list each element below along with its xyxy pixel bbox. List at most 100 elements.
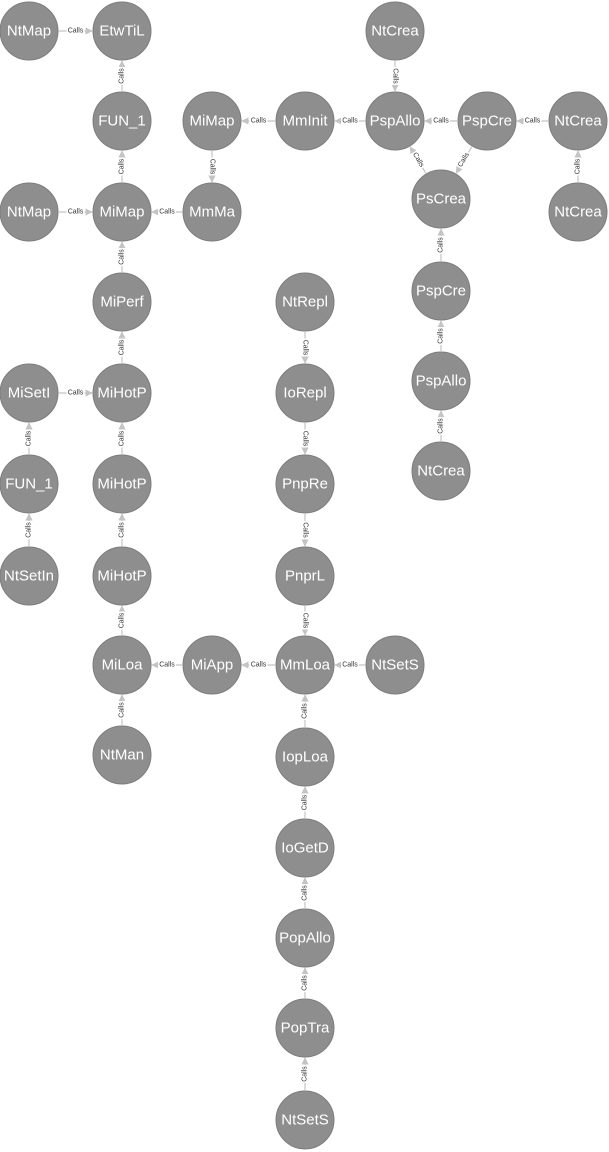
node-circle[interactable] — [275, 546, 335, 606]
node-circle[interactable] — [0, 454, 59, 514]
node-circle[interactable] — [92, 546, 152, 606]
calls-edge: Calls — [300, 694, 310, 727]
node-label: PnpRe — [282, 476, 328, 493]
edge-label: Calls — [159, 662, 175, 669]
node-circle[interactable] — [92, 91, 152, 151]
node-circle[interactable] — [365, 635, 425, 695]
function-node[interactable]: MiSetI — [0, 363, 59, 423]
function-node[interactable]: PspAllo — [411, 351, 471, 411]
node-label: FUN_1 — [98, 113, 146, 130]
node-circle[interactable] — [92, 182, 152, 242]
function-node[interactable]: NtCrea — [411, 441, 471, 501]
node-circle[interactable] — [411, 169, 471, 229]
function-node[interactable]: NtSetS — [365, 635, 425, 695]
function-node[interactable]: PnprL — [275, 546, 335, 606]
function-node[interactable]: PsCrea — [411, 169, 471, 229]
node-circle[interactable] — [92, 272, 152, 332]
node-circle[interactable] — [275, 454, 335, 514]
function-node[interactable]: MiHotP — [92, 454, 152, 514]
node-label: MmInit — [283, 113, 329, 130]
node-circle[interactable] — [275, 998, 335, 1058]
node-circle[interactable] — [411, 441, 471, 501]
node-circle[interactable] — [411, 261, 471, 321]
function-node[interactable]: NtCrea — [548, 182, 608, 242]
node-circle[interactable] — [182, 91, 242, 151]
edge-label: Calls — [68, 209, 84, 216]
node-circle[interactable] — [365, 91, 425, 151]
function-node[interactable]: MmLoa — [275, 635, 335, 695]
function-node[interactable]: NtCrea — [548, 91, 608, 151]
function-node[interactable]: NtMan — [92, 725, 152, 785]
edge-label: Calls — [302, 522, 309, 538]
function-node[interactable]: NtCrea — [365, 1, 425, 61]
edge-label: Calls — [119, 339, 126, 355]
node-circle[interactable] — [275, 1090, 335, 1150]
edge-label: Calls — [119, 430, 126, 446]
function-node[interactable]: NtMap — [0, 1, 59, 61]
node-label: MiApp — [191, 657, 234, 674]
function-node[interactable]: PnpRe — [275, 454, 335, 514]
node-circle[interactable] — [457, 91, 517, 151]
node-label: PspCre — [462, 113, 512, 130]
function-node[interactable]: PspCre — [457, 91, 517, 151]
node-circle[interactable] — [92, 363, 152, 423]
function-node[interactable]: IoRepl — [275, 363, 335, 423]
node-circle[interactable] — [275, 908, 335, 968]
calls-edge: Calls — [151, 660, 182, 670]
calls-edge: Calls — [24, 422, 34, 454]
node-label: NtRepl — [282, 294, 328, 311]
function-node[interactable]: MiMap — [92, 182, 152, 242]
function-node[interactable]: MiHotP — [92, 363, 152, 423]
function-node[interactable]: MiHotP — [92, 546, 152, 606]
node-label: NtMan — [100, 747, 144, 764]
function-node[interactable]: NtRepl — [275, 272, 335, 332]
edge-label: Calls — [342, 118, 358, 125]
node-circle[interactable] — [365, 1, 425, 61]
function-node[interactable]: NtMap — [0, 182, 59, 242]
function-node[interactable]: PspCre — [411, 261, 471, 321]
function-node[interactable]: MiApp — [182, 635, 242, 695]
edge-label: Calls — [575, 158, 582, 174]
function-node[interactable]: FUN_1 — [92, 91, 152, 151]
node-circle[interactable] — [0, 546, 59, 606]
node-circle[interactable] — [548, 91, 608, 151]
function-node[interactable]: PspAllo — [365, 91, 425, 151]
function-node[interactable]: IopLoa — [275, 727, 335, 787]
node-label: MiHotP — [97, 568, 146, 585]
node-circle[interactable] — [275, 635, 335, 695]
node-circle[interactable] — [92, 454, 152, 514]
node-circle[interactable] — [92, 635, 152, 695]
node-circle[interactable] — [0, 363, 59, 423]
node-label: PnprL — [285, 568, 325, 585]
node-circle[interactable] — [182, 182, 242, 242]
function-node[interactable]: EtwTiL — [92, 1, 152, 61]
edge-label: Calls — [302, 885, 309, 901]
node-circle[interactable] — [0, 182, 59, 242]
function-node[interactable]: PopAllo — [275, 908, 335, 968]
node-circle[interactable] — [548, 182, 608, 242]
node-circle[interactable] — [182, 635, 242, 695]
function-node[interactable]: IoGetD — [275, 818, 335, 878]
calls-edge: Calls — [390, 61, 400, 92]
calls-edge: Calls — [117, 331, 127, 363]
edge-label: Calls — [119, 612, 126, 628]
function-node[interactable]: NtSetS — [275, 1090, 335, 1150]
function-node[interactable]: MiLoa — [92, 635, 152, 695]
node-circle[interactable] — [275, 272, 335, 332]
node-circle[interactable] — [275, 363, 335, 423]
function-node[interactable]: FUN_1 — [0, 454, 59, 514]
node-circle[interactable] — [0, 1, 59, 61]
function-node[interactable]: MmMa — [182, 182, 242, 242]
node-circle[interactable] — [92, 1, 152, 61]
node-circle[interactable] — [275, 818, 335, 878]
function-node[interactable]: MiMap — [182, 91, 242, 151]
function-node[interactable]: NtSetIn — [0, 546, 59, 606]
function-node[interactable]: MmInit — [275, 91, 335, 151]
calls-edge: Calls — [59, 207, 93, 217]
function-node[interactable]: MiPerf — [92, 272, 152, 332]
node-circle[interactable] — [275, 91, 335, 151]
node-circle[interactable] — [92, 725, 152, 785]
function-node[interactable]: PopTra — [275, 998, 335, 1058]
node-circle[interactable] — [275, 727, 335, 787]
node-circle[interactable] — [411, 351, 471, 411]
